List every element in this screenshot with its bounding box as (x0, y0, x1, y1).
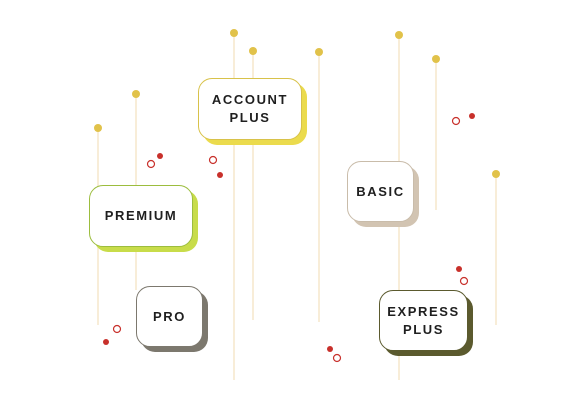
plan-card-pro[interactable]: PRO (136, 286, 208, 352)
red-dot (469, 113, 475, 119)
red-ring (146, 159, 156, 169)
red-dot (456, 266, 462, 272)
red-ring (208, 155, 218, 165)
plan-card-express-plus[interactable]: EXPRESS PLUS (379, 290, 473, 356)
plan-label-account-plus: ACCOUNT PLUS (198, 78, 302, 140)
pin-dot (230, 29, 238, 37)
pin-dot (395, 31, 403, 39)
plan-label-premium: PREMIUM (89, 185, 193, 247)
red-dot (217, 172, 223, 178)
plan-card-account-plus[interactable]: ACCOUNT PLUS (198, 78, 307, 145)
red-dot (157, 153, 163, 159)
red-dot (103, 339, 109, 345)
plan-label-express-plus: EXPRESS PLUS (379, 290, 468, 351)
red-ring (459, 276, 469, 286)
plan-card-basic[interactable]: BASIC (347, 161, 419, 227)
red-ring (451, 116, 461, 126)
red-dot (327, 346, 333, 352)
pin-dot (132, 90, 140, 98)
pin-dot (94, 124, 102, 132)
pin-dot (492, 170, 500, 178)
plan-label-basic: BASIC (347, 161, 414, 222)
red-ring (332, 353, 342, 363)
pin-dot (432, 55, 440, 63)
pin-dot (249, 47, 257, 55)
plan-card-premium[interactable]: PREMIUM (89, 185, 198, 252)
plan-label-pro: PRO (136, 286, 203, 347)
red-ring (112, 324, 122, 334)
pin-dot (315, 48, 323, 56)
